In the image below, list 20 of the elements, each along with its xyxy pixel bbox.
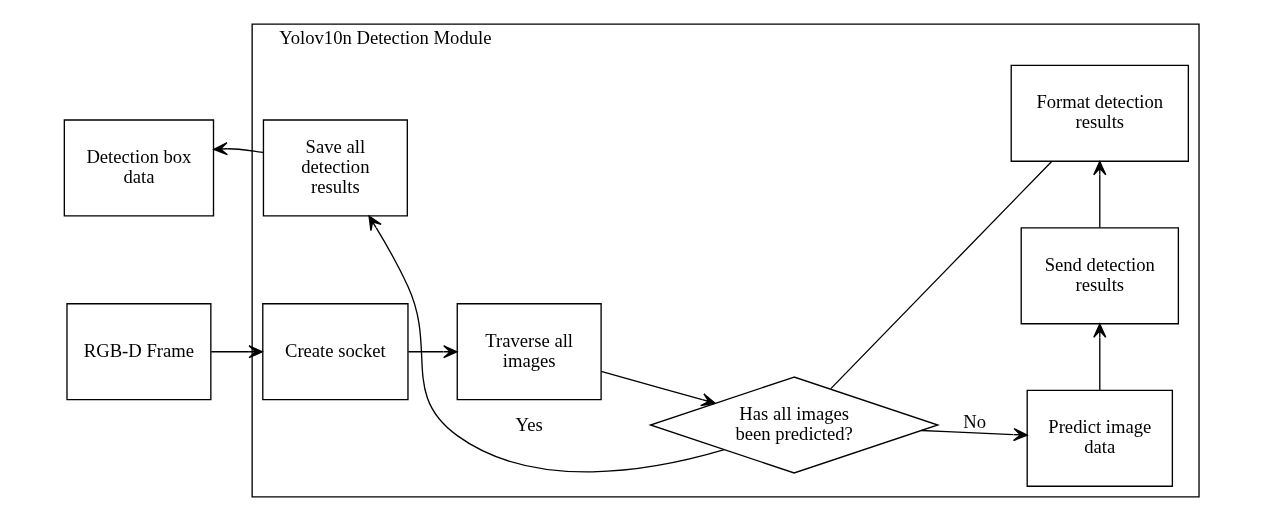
arrow (212, 142, 264, 156)
node-box: Predict image data (1026, 389, 1173, 487)
arrow (600, 370, 716, 407)
edge-label: Yes (515, 413, 543, 435)
edge-label: No (962, 410, 986, 432)
node-box: Detection box data (63, 119, 214, 217)
node-box: Send detection results (1020, 227, 1179, 325)
arrow (1092, 323, 1106, 391)
node-box: Traverse all images (456, 303, 602, 401)
arrow (367, 215, 725, 473)
arrow (1092, 160, 1106, 229)
arrow (210, 345, 263, 359)
node-box: Format detection results (1010, 64, 1189, 162)
node-diamond: Has all images been predicted? (647, 376, 940, 474)
node-box: Save all detection results (262, 119, 408, 217)
node-box: Create socket (261, 303, 409, 401)
arrow (407, 345, 458, 359)
arrow (920, 427, 1028, 442)
connector (829, 161, 1052, 390)
node-box: RGB-D Frame (65, 303, 211, 401)
